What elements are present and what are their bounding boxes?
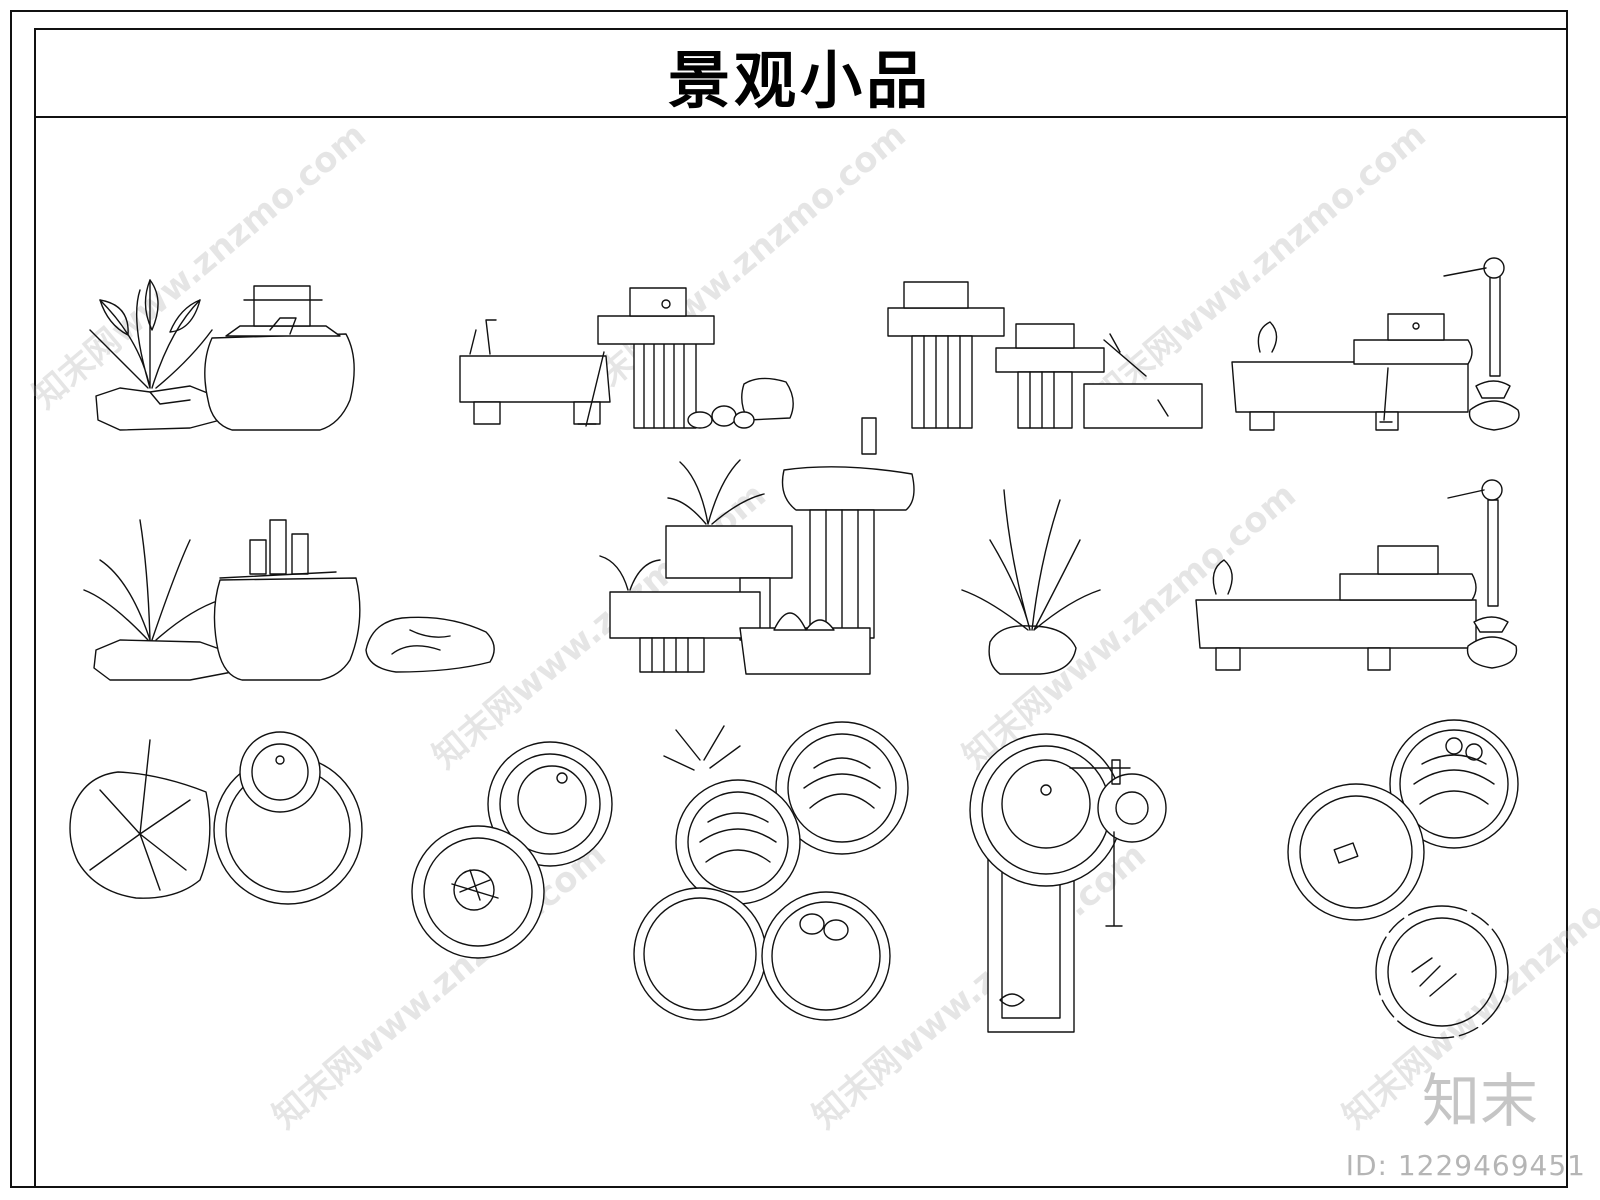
brand-watermark: 知末 xyxy=(1421,1067,1538,1135)
plant-rock-plan-icon xyxy=(70,732,362,904)
bamboo-spout-trough-icon xyxy=(1232,258,1519,430)
tiered-stone-fountain-icon xyxy=(600,418,914,674)
title-divider xyxy=(34,116,1568,118)
stone-millstone-basin-icon xyxy=(205,286,354,430)
two-basin-plan-icon xyxy=(412,742,612,958)
potted-plant-basin-icon xyxy=(84,520,360,680)
double-millstone-fountain-icon xyxy=(888,282,1202,428)
sheet-title: 景观小品 xyxy=(667,44,932,117)
cluster-fountain-plan-icon xyxy=(634,722,908,1020)
bamboo-basin-plan-icon xyxy=(1288,720,1518,1038)
plant-on-rock-icon xyxy=(90,280,228,430)
trough-plan-icon xyxy=(970,734,1166,1032)
bamboo-trough-icon xyxy=(1196,480,1517,670)
drawing-id-label: ID: 1229469451 xyxy=(1345,1149,1586,1182)
millstone-trough-fountain-icon xyxy=(460,288,793,428)
boulder-icon xyxy=(366,617,494,672)
ornamental-grass-icon xyxy=(962,490,1100,674)
inner-frame xyxy=(34,28,1568,1188)
